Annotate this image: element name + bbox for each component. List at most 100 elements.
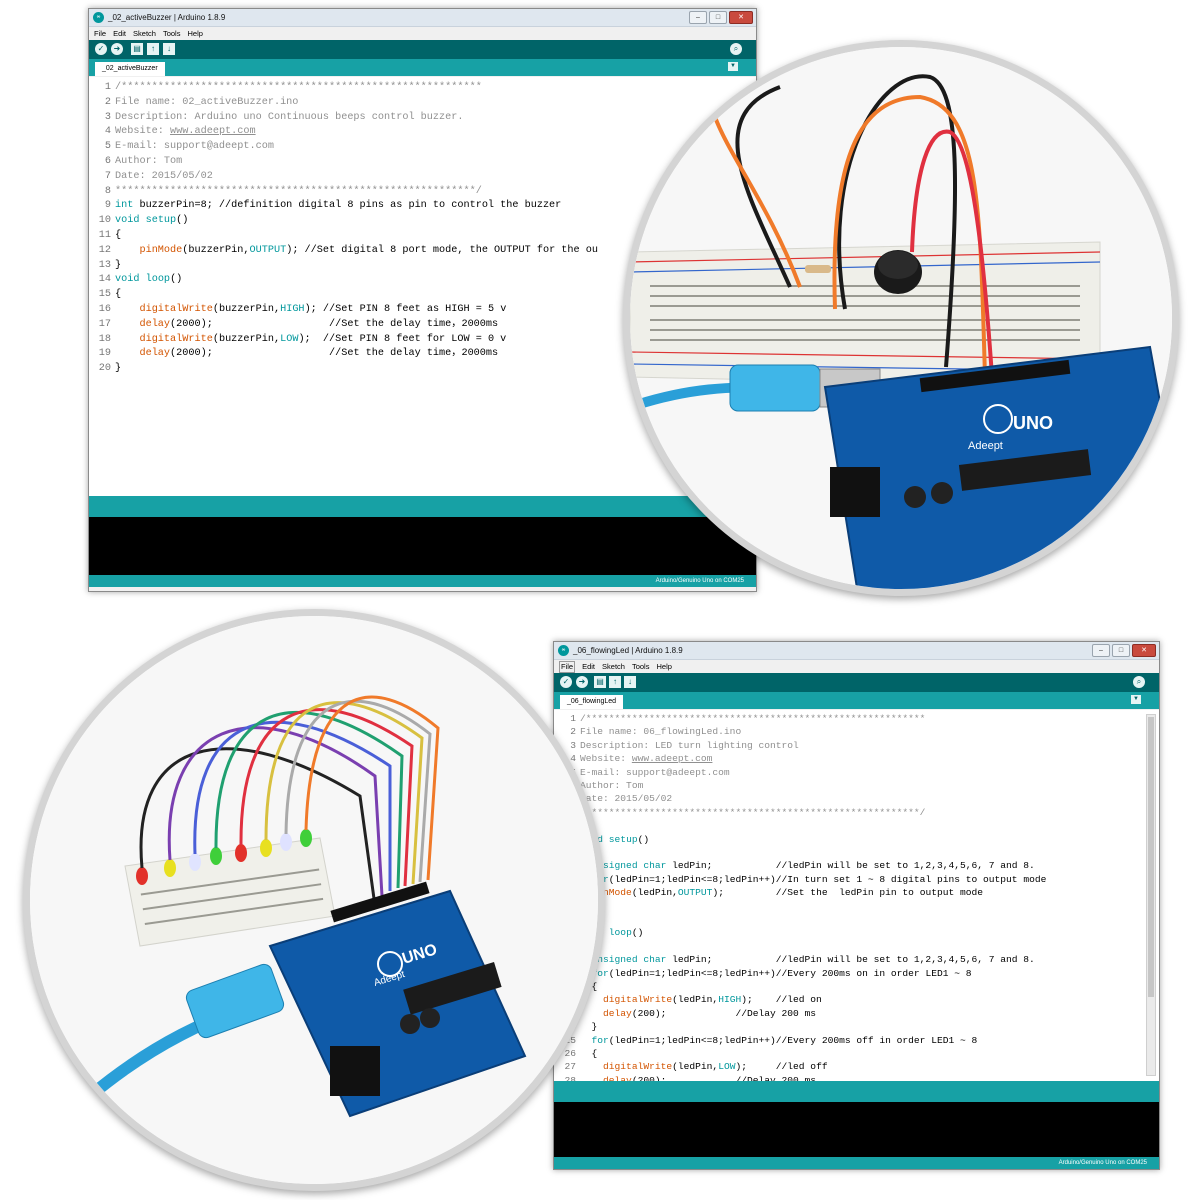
code-token: unsigned char — [591, 860, 667, 872]
code-token: ); //led on — [741, 994, 822, 1006]
maximize-button[interactable]: □ — [1112, 644, 1130, 657]
menu-file[interactable]: File — [559, 661, 576, 673]
arduino-app-icon: ∞ — [558, 645, 569, 656]
code-line: 17void loop() — [554, 926, 1159, 939]
save-sketch-icon[interactable]: ↓ — [624, 676, 636, 688]
new-sketch-icon[interactable]: ▤ — [594, 676, 606, 688]
line-number: 18 — [98, 333, 111, 345]
line-number: 14 — [98, 274, 111, 286]
code-token: ); //Set PIN 8 feet for LOW = 0 v — [298, 333, 507, 345]
serial-monitor-icon[interactable]: ⌕ — [730, 43, 742, 55]
code-line: 19 delay(2000); //Set the delay time，200… — [89, 347, 756, 362]
code-line: 15} — [554, 900, 1159, 913]
code-line: 16 — [554, 913, 1159, 926]
code-token: pinMode — [139, 244, 183, 256]
verify-icon[interactable]: ✓ — [560, 676, 572, 688]
code-token: () — [170, 274, 183, 286]
wire-orange — [713, 116, 802, 288]
serial-monitor-icon[interactable]: ⌕ — [1133, 676, 1145, 688]
code-line: 26 { — [554, 1047, 1159, 1060]
code-token: /***************************************… — [580, 713, 926, 724]
code-token: File name: 02_activeBuzzer.ino — [115, 96, 299, 108]
code-token: loop — [145, 274, 171, 286]
tab-bar: _02_activeBuzzer ▼ — [89, 59, 756, 76]
line-number: 2 — [104, 96, 111, 108]
buzzer-circuit-illustration: UNO Adeept — [630, 47, 1172, 589]
code-token: /***************************************… — [115, 82, 482, 93]
code-token: ); //Set the ledPin pin to output mode — [712, 887, 984, 899]
menu-help[interactable]: Help — [656, 662, 672, 671]
menu-tools[interactable]: Tools — [162, 29, 181, 38]
code-token: int — [115, 200, 134, 212]
code-token: Date: 2015/05/02 — [115, 170, 213, 182]
toolbar: ✓ ➜ ▤ ↑ ↓ ⌕ — [554, 673, 1159, 692]
code-line: 9 int buzzerPin=8; //definition digital 8… — [89, 199, 756, 214]
scrollbar-thumb[interactable] — [1148, 717, 1154, 997]
close-button[interactable]: ✕ — [1132, 644, 1156, 657]
tab-menu-icon[interactable]: ▼ — [1131, 695, 1141, 704]
code-line: 5E-mail: support@adeept.com — [554, 766, 1159, 779]
led-red — [136, 867, 148, 885]
code-token: E-mail: support@adeept.com — [580, 766, 730, 778]
tab-active-buzzer[interactable]: _02_activeBuzzer — [95, 62, 165, 76]
menu-tools[interactable]: Tools — [631, 662, 650, 671]
code-token: ); //led off — [735, 1061, 828, 1073]
menu-help[interactable]: Help — [187, 29, 203, 38]
code-token: () — [637, 833, 650, 845]
code-token: Description: Arduino uno Continuous beep… — [115, 111, 464, 123]
code-token: for — [591, 1034, 609, 1046]
menu-edit[interactable]: Edit — [582, 662, 596, 671]
maximize-button[interactable]: □ — [709, 11, 727, 24]
led-white — [280, 833, 292, 851]
code-line: 2 File name: 02_activeBuzzer.ino — [89, 96, 756, 111]
line-number: 9 — [104, 200, 111, 212]
code-line: 13 for(ledPin=1;ledPin<=8;ledPin++)//In … — [554, 873, 1159, 886]
tab-menu-icon[interactable]: ▼ — [728, 62, 738, 71]
code-token: HIGH — [718, 994, 742, 1006]
code-token: { — [115, 230, 122, 241]
code-token: pinMode — [591, 887, 632, 899]
line-number: 27 — [564, 1061, 576, 1073]
minimize-button[interactable]: – — [689, 11, 707, 24]
menu-edit[interactable]: Edit — [113, 29, 127, 38]
editor-scrollbar[interactable] — [1146, 714, 1156, 1076]
code-line: 11{ — [89, 229, 756, 244]
led-red — [235, 844, 247, 862]
code-token: () — [631, 927, 644, 939]
menu-file[interactable]: File — [94, 29, 107, 38]
code-line: 9 — [554, 819, 1159, 832]
minimize-button[interactable]: – — [1092, 644, 1110, 657]
code-token: buzzerPin=8; //definition digital 8 pins… — [133, 200, 562, 212]
new-sketch-icon[interactable]: ▤ — [131, 43, 143, 55]
line-number: 4 — [104, 126, 111, 138]
led-green — [210, 847, 222, 865]
code-line: 8***************************************… — [89, 185, 756, 200]
open-sketch-icon[interactable]: ↑ — [609, 676, 621, 688]
menu-sketch[interactable]: Sketch — [602, 662, 625, 671]
code-line: 24 } — [554, 1020, 1159, 1033]
code-token: delay — [603, 1007, 632, 1019]
code-token: ****************************************… — [580, 806, 926, 818]
code-line: 23 delay(200); //Delay 200 ms — [554, 1007, 1159, 1020]
line-number: 7 — [104, 170, 111, 182]
code-token: E-mail: support@adeept.com — [115, 141, 274, 153]
verify-icon[interactable]: ✓ — [95, 43, 107, 55]
save-sketch-icon[interactable]: ↓ — [163, 43, 175, 55]
tab-flowing-led[interactable]: _06_flowingLed — [560, 695, 624, 709]
code-editor[interactable]: 1/**************************************… — [554, 710, 1159, 1086]
code-token: OUTPUT — [249, 244, 287, 256]
board-logo: UNO — [1013, 413, 1053, 433]
upload-icon[interactable]: ➜ — [111, 43, 123, 55]
upload-icon[interactable]: ➜ — [576, 676, 588, 688]
code-token: (buzzerPin, — [212, 333, 281, 345]
menu-sketch[interactable]: Sketch — [133, 29, 156, 38]
close-button[interactable]: ✕ — [729, 11, 753, 24]
line-number: 13 — [98, 259, 111, 271]
open-sketch-icon[interactable]: ↑ — [147, 43, 159, 55]
line-number: 3 — [570, 739, 576, 751]
status-bar: Arduino/Genuino Uno on COM25 — [554, 1157, 1159, 1169]
